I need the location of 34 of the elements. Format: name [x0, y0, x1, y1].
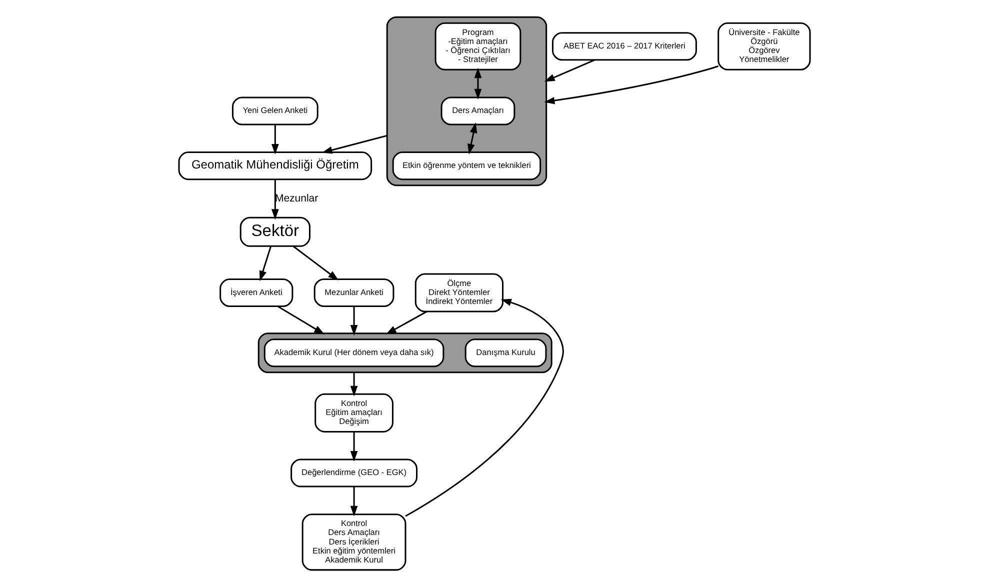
node-box: Kontrol Eğitim amaçları Değişim [314, 393, 394, 432]
arrow [271, 180, 279, 220]
arrow [405, 298, 564, 517]
arrow [271, 124, 279, 155]
cluster [386, 16, 548, 186]
arrow [322, 134, 388, 154]
arrow [292, 246, 339, 280]
node-box: Ders Amaçları [440, 96, 516, 126]
node-box: Danışma Kurulu [464, 338, 547, 368]
node-box: Mezunlar Anketi [314, 278, 394, 308]
node-box: Akademik Kurul (Her dönem veya daha sık) [264, 338, 444, 368]
arrow [474, 68, 482, 100]
node-box: Değerlendirme (GEO - EGK) [290, 458, 418, 488]
arrow [259, 246, 272, 282]
arrow [350, 432, 358, 462]
arrow [544, 59, 595, 82]
node-box: Üniversite - Fakülte Özgörü Özgörev Yönetmelikler [718, 22, 811, 70]
node-box: ABET EAC 2016 – 2017 Kriterleri [552, 32, 697, 61]
node-box: Sektör [240, 216, 310, 247]
arrow [350, 372, 358, 396]
arrow [386, 310, 428, 334]
cluster [258, 332, 552, 374]
arrow [544, 65, 719, 104]
arrow [277, 306, 325, 334]
arrow [350, 306, 358, 336]
node-box: İşveren Anketi [220, 278, 294, 308]
node-box: Yeni Gelen Anketi [232, 96, 318, 126]
node-box: Ölçme Direkt Yöntemler İndirekt Yöntemler [414, 273, 504, 312]
node-box: Geomatik Mühendisliği Öğretim [178, 152, 372, 180]
node-box: Program -Eğitim amaçları - Öğrenci Çıktıları - Stratejiler [434, 22, 522, 70]
arrow [468, 122, 478, 154]
arrow [350, 486, 358, 516]
node-box: Kontrol Ders Amaçları Ders İçerikleri Etkin eğitim yöntemleri Akademik Kurul [302, 514, 406, 571]
node-box: Etkin öğrenme yöntem ve teknikleri [392, 152, 542, 180]
